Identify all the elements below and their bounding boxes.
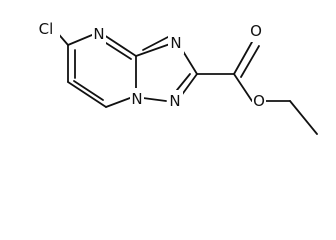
o-carbonyl-label-background	[249, 20, 263, 42]
bond-c2-n2	[180, 73, 198, 97]
bond-c7-c6	[67, 81, 107, 108]
atom-labels: Cl N N N N O O	[36, 18, 266, 112]
bond-c2-n2-double	[176, 73, 191, 91]
nitrogen-bridgehead-label: N	[131, 90, 142, 108]
chlorine-atom-label: Cl	[39, 20, 54, 38]
o-ester-label-background	[252, 90, 266, 112]
bond-ch2-ch3	[289, 100, 318, 135]
n-pyrimidine-label-background	[92, 23, 106, 45]
nitrogen-pyrimidine-label: N	[93, 25, 104, 43]
bond-c3a-n3	[135, 43, 171, 57]
bond-n4-c3a	[103, 34, 137, 57]
bond-c3a-n3-double	[142, 36, 169, 51]
bond-carbonyl-o-ester	[233, 73, 253, 102]
bond-c7-c6-double	[73, 80, 104, 101]
bond-c3a-n4-double	[105, 42, 132, 60]
chemical-structure: Cl N N N N O O	[36, 18, 318, 135]
n-bridgehead-label-background	[130, 88, 144, 110]
cl-label-background	[36, 18, 60, 40]
bond-carbonyl-o-2	[240, 45, 260, 78]
bond-n2-n1	[142, 97, 167, 102]
nitrogen-triazole-bottom-label: N	[169, 92, 180, 110]
oxygen-ester-label: O	[253, 92, 265, 110]
n-triazole-top-label-background	[168, 32, 184, 54]
oxygen-carbonyl-label: O	[250, 22, 262, 40]
bonds	[54, 29, 318, 135]
nitrogen-triazole-top-label: N	[170, 34, 181, 52]
bond-carbonyl-o-1	[233, 41, 253, 75]
bond-n1-c7	[105, 97, 131, 108]
n-triazole-bottom-label-background	[167, 90, 183, 112]
bond-c5-n4	[67, 34, 93, 46]
